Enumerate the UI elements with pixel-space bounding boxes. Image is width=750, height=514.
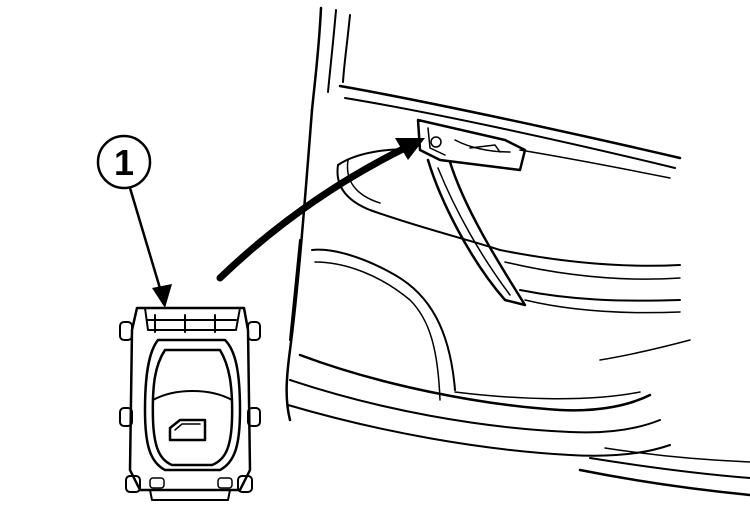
- callout-1: 1: [96, 134, 172, 308]
- callout-number: 1: [114, 142, 134, 183]
- window-switch-icon: [119, 306, 261, 501]
- leader-arrowhead-icon: [152, 284, 172, 308]
- callout-circle: [96, 134, 152, 190]
- door-panel-icon: [285, 6, 750, 497]
- location-arrow: [216, 138, 425, 282]
- arrow-head-icon: [395, 138, 425, 160]
